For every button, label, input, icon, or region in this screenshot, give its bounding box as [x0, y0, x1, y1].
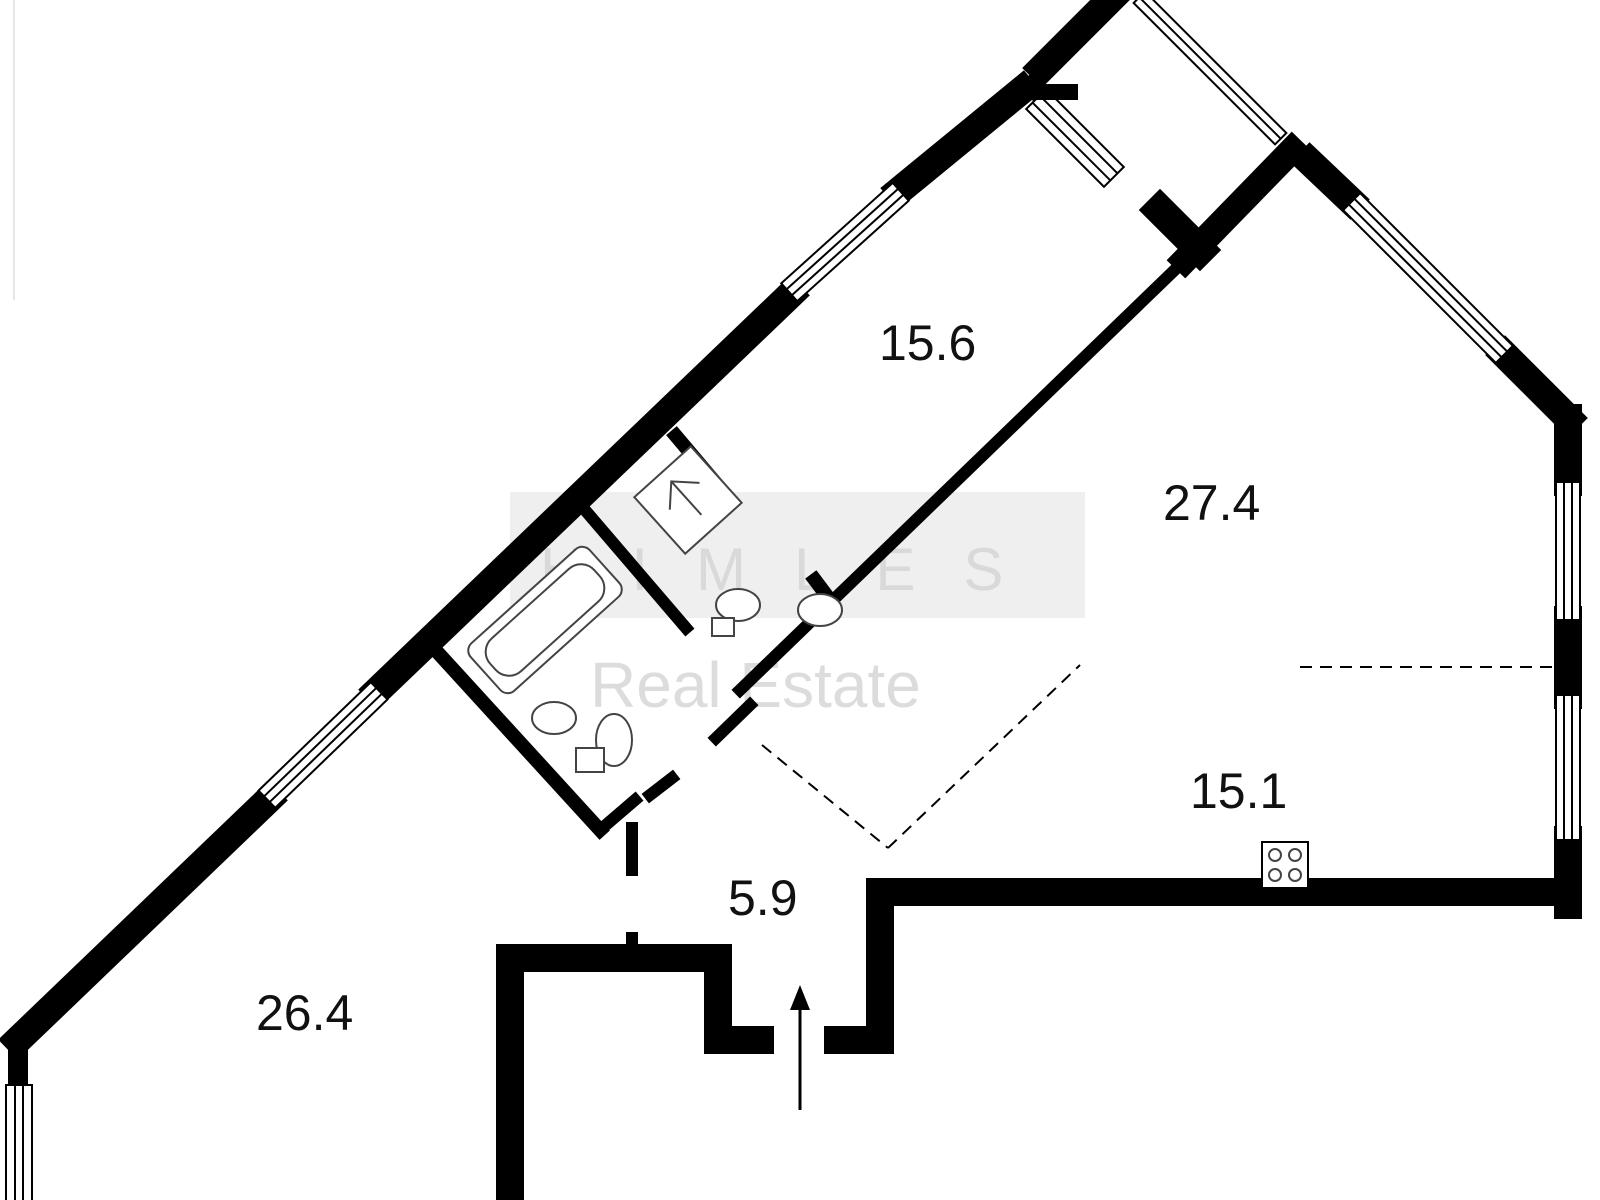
entrance-arrow-icon [790, 985, 810, 1110]
partition [591, 791, 644, 839]
watermark: HIMLES Real Estate [510, 492, 1085, 721]
dashed-line [887, 664, 1081, 849]
burner-icon [1288, 848, 1302, 862]
windows [5, 0, 1581, 1200]
wall-segment [880, 70, 1042, 210]
window-pane-line [1138, 0, 1282, 140]
bathtub-inner [484, 563, 606, 677]
area-label-hall: 5.9 [728, 870, 798, 926]
burner-icon [1288, 868, 1302, 882]
wall-segment [1290, 142, 1370, 220]
balcony-door [1024, 87, 1126, 189]
partition [1138, 188, 1222, 272]
area-label-room-right: 27.4 [1163, 475, 1260, 531]
toilet-tank-icon [711, 617, 735, 637]
window-pane-line [268, 692, 383, 803]
partition [576, 501, 695, 637]
window-left-bottom [5, 1084, 33, 1200]
sink-icon [715, 588, 761, 622]
partition [641, 769, 681, 804]
sink-icon [797, 593, 843, 627]
window-room-right [1341, 191, 1515, 365]
partition [707, 696, 759, 747]
sink-icon [531, 701, 577, 735]
window-pane-line [1348, 203, 1503, 358]
watermark-subtitle: Real Estate [590, 649, 921, 721]
burner-icon [1268, 868, 1282, 882]
wall-segment [1022, 0, 1130, 88]
window-pane-line [791, 194, 905, 296]
burner-icon [1268, 848, 1282, 862]
wall-segment [0, 780, 288, 1060]
window-pane-line [785, 188, 899, 290]
toilet-tank-icon [575, 747, 605, 773]
area-label-room-left: 26.4 [256, 985, 353, 1041]
partition [430, 645, 610, 840]
stove-icon [1261, 841, 1309, 889]
interior-walls [430, 57, 1311, 966]
window-right-upper [1555, 481, 1581, 621]
wall-segment [358, 275, 810, 710]
dashed-line [761, 744, 889, 849]
window-room-top [779, 181, 911, 303]
shower-line [670, 480, 703, 516]
zone-lines [761, 664, 1560, 849]
window-right-lower [1555, 694, 1581, 841]
window-pane-line [1353, 198, 1508, 353]
window-pane-line [263, 687, 378, 798]
fixtures [467, 444, 1309, 889]
area-label-room-top: 15.6 [879, 315, 976, 371]
window-room-left [257, 680, 389, 810]
window-pane-line [1038, 94, 1119, 175]
area-label-kitchen: 15.1 [1190, 763, 1287, 819]
window-pane-line [1031, 101, 1112, 182]
area-labels: 15.6 27.4 15.1 5.9 26.4 [256, 315, 1287, 1041]
